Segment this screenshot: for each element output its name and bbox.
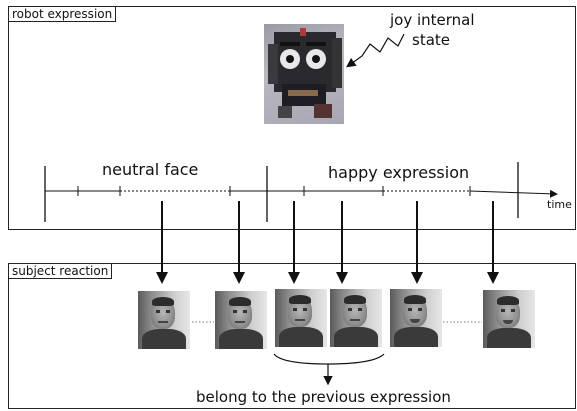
joy-zigzag-arrow bbox=[346, 33, 405, 68]
subject-face-1 bbox=[138, 291, 190, 349]
subject-face-4 bbox=[330, 289, 382, 347]
time-axis-label: time bbox=[547, 198, 572, 211]
grouping-brace bbox=[273, 353, 385, 365]
timeline bbox=[44, 162, 558, 222]
robot-expression-label: robot expression bbox=[9, 7, 117, 22]
belong-previous-expression-label: belong to the previous expression bbox=[196, 388, 451, 406]
subject-face-5 bbox=[390, 289, 442, 347]
neutral-face-label: neutral face bbox=[102, 160, 199, 179]
subject-face-6 bbox=[483, 290, 535, 348]
subject-face-2 bbox=[215, 291, 267, 349]
reaction-arrows bbox=[156, 201, 499, 284]
joy-internal-state-label: joy internal state bbox=[390, 10, 475, 50]
subject-face-3 bbox=[275, 289, 327, 347]
joy-line-1: joy internal bbox=[390, 11, 475, 29]
happy-expression-label: happy expression bbox=[328, 163, 470, 182]
joy-line-2: state bbox=[412, 31, 450, 49]
subject-reaction-label: subject reaction bbox=[9, 264, 113, 279]
robot-face-image bbox=[264, 24, 344, 124]
